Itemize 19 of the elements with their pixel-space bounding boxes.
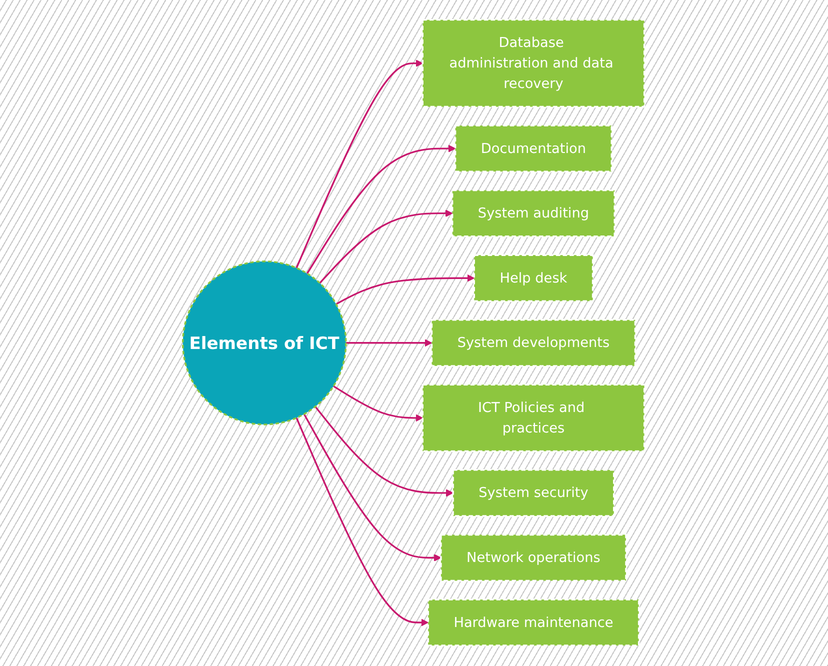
node-box: Hardware maintenance <box>428 598 640 647</box>
arrow <box>306 145 456 274</box>
arrow <box>296 60 424 269</box>
arrow <box>315 406 454 497</box>
node-box: System security <box>452 469 616 518</box>
node-box: Network operations <box>440 534 628 582</box>
arrow <box>296 418 429 627</box>
node-circle: Elements of ICT <box>182 260 348 426</box>
node-box: Database administration and data recovery <box>422 19 646 108</box>
arrow <box>320 210 454 284</box>
arrow <box>304 414 442 562</box>
arrow <box>346 339 433 347</box>
arrow <box>334 386 424 422</box>
node-box: System developments <box>431 319 636 368</box>
node-box: Help desk <box>474 254 594 302</box>
node-box: ICT Policies and practices <box>422 384 646 452</box>
node-box: Documentation <box>454 124 613 173</box>
node-box: System auditing <box>452 190 616 238</box>
arrow <box>336 274 475 306</box>
